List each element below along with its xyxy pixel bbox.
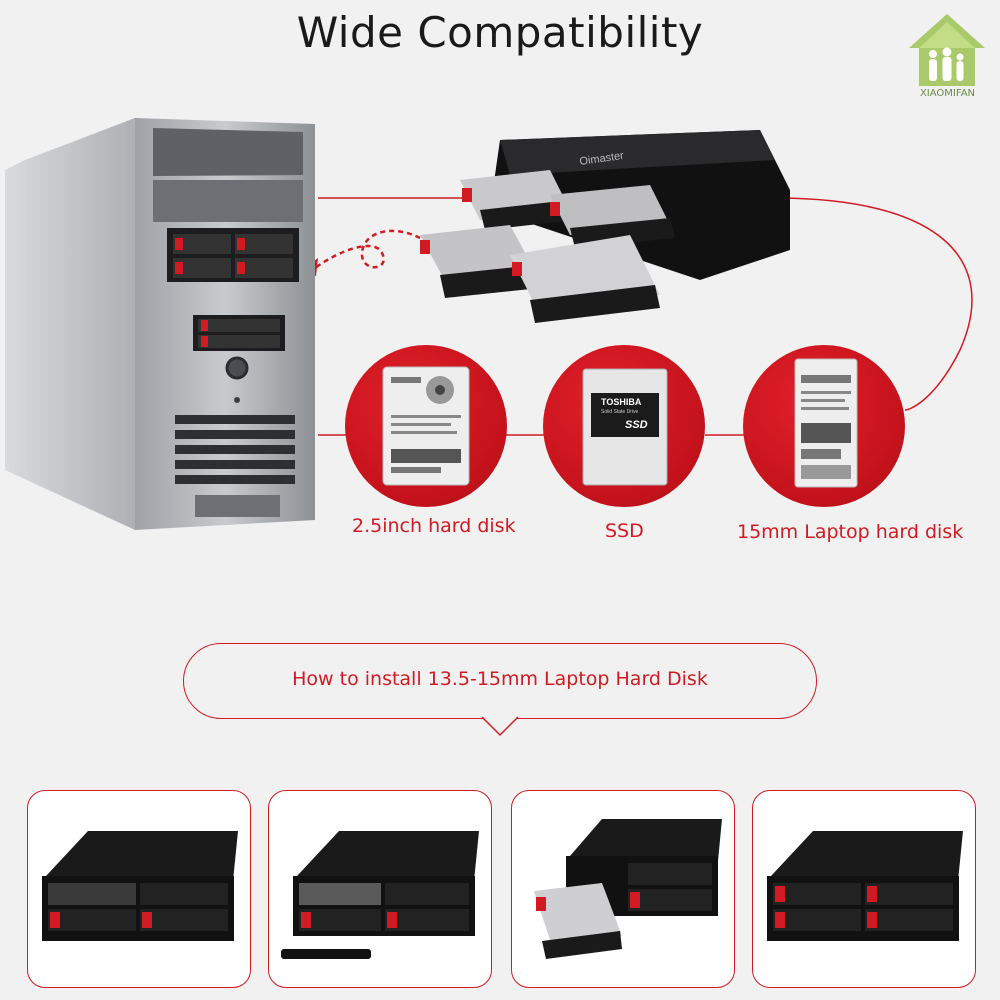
caption-hdd: 2.5inch hard disk (352, 515, 516, 537)
pc-tower-image (5, 118, 315, 530)
caption-laptop-hdd: 15mm Laptop hard disk (737, 521, 964, 543)
brand-logo: XIAOMIFAN (905, 10, 990, 100)
chevron-down-icon (481, 716, 519, 737)
disk-circle-laptop-hdd (743, 345, 905, 507)
enclosure-insert-disk-icon (534, 819, 722, 959)
ssd-icon (582, 368, 668, 486)
ssd-brand: TOSHIBA (601, 397, 642, 407)
install-step-3 (511, 790, 735, 988)
enclosure-empty-bay-icon (42, 831, 238, 941)
enclosure-complete-icon (767, 831, 963, 941)
enclosure-tray-removed-icon (281, 831, 479, 959)
page-title: Wide Compatibility (296, 8, 704, 57)
brand-name: XIAOMIFAN (919, 88, 976, 99)
enclosure-hero-image: Oimaster (420, 130, 790, 323)
hdd-icon (382, 366, 470, 486)
disk-circle-ssd: TOSHIBA Solid State Drive SSD (543, 345, 705, 507)
install-step-4 (752, 790, 976, 988)
install-guide-label: How to install 13.5-15mm Laptop Hard Dis… (292, 668, 708, 690)
disk-circle-hdd (345, 345, 507, 507)
caption-ssd: SSD (605, 520, 644, 542)
laptop-hdd-icon (794, 358, 858, 488)
ssd-badge: SSD (625, 419, 648, 431)
ssd-sub: Solid State Drive (601, 409, 639, 415)
house-family-logo-icon (909, 14, 985, 86)
install-step-2 (268, 790, 492, 988)
install-step-1 (27, 790, 251, 988)
install-guide-banner: How to install 13.5-15mm Laptop Hard Dis… (183, 643, 817, 719)
